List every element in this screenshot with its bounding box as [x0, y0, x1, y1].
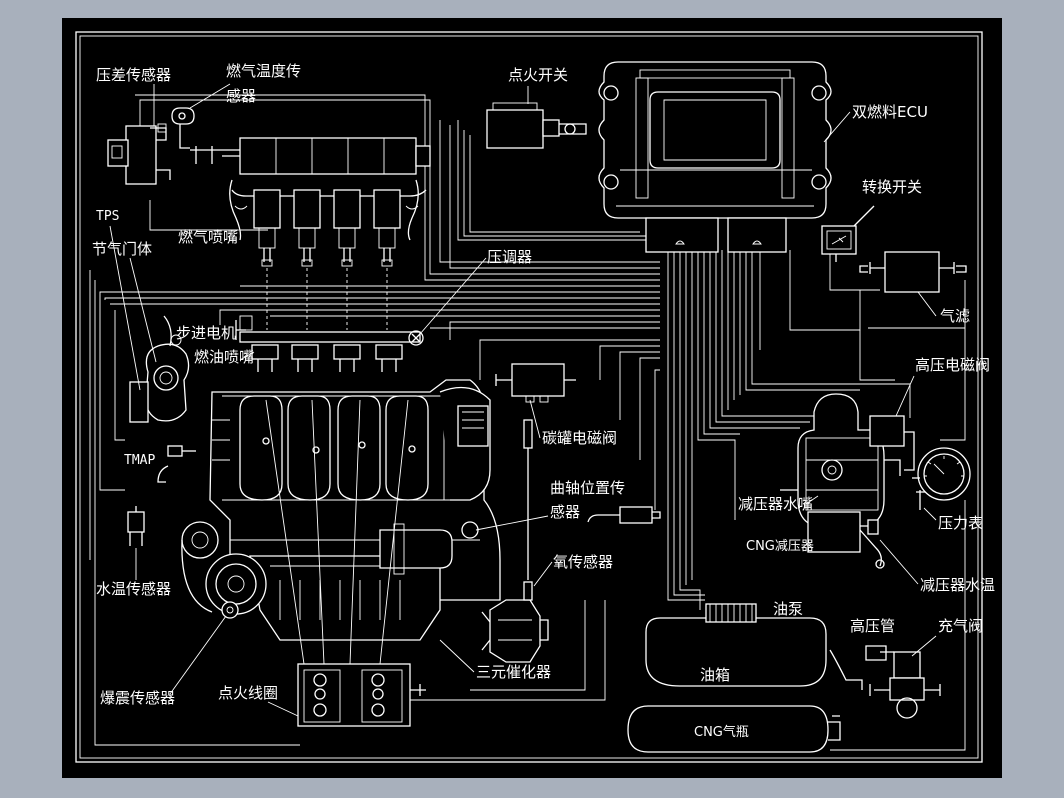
label-water-temp-sensor: 水温传感器	[96, 580, 171, 598]
label-fuel-pump: 油泵	[773, 600, 803, 618]
label-ignition-switch: 点火开关	[508, 66, 568, 84]
gas-temperature-sensor	[171, 107, 195, 149]
wiring-harness	[89, 94, 966, 751]
injector-guide-lines	[266, 268, 388, 330]
label-pressure-gauge: 压力表	[938, 514, 983, 532]
label-crank-sensor-2: 感器	[550, 503, 580, 521]
oxygen-sensor	[523, 419, 533, 601]
label-pressure-regulator: 压调器	[487, 248, 532, 266]
throttle-body	[129, 315, 190, 423]
crank-sensor	[587, 506, 661, 524]
label-gas-temp-sensor: 燃气温度传	[226, 62, 301, 80]
label-fill-valve: 充气阀	[938, 617, 983, 635]
label-ignition-coil: 点火线圈	[218, 684, 278, 702]
label-dual-fuel-ecu: 双燃料ECU	[852, 103, 928, 121]
catalytic-converter	[481, 599, 549, 663]
label-reducer-water-temp: 减压器水温	[920, 576, 995, 594]
label-cng-cylinder: CNG气瓶	[694, 724, 749, 740]
label-crank-sensor: 曲轴位置传	[550, 479, 625, 497]
labels: 压差传感器 燃气温度传 感器 点火开关 双燃料ECU 转换开关 TPS 节气门体…	[92, 62, 995, 740]
ignition-switch	[486, 102, 587, 149]
label-fuel-tank: 油箱	[700, 666, 730, 684]
label-canister-solenoid: 碳罐电磁阀	[542, 429, 617, 447]
cng-reducer	[780, 393, 926, 569]
label-hp-solenoid: 高压电磁阀	[915, 356, 990, 374]
label-oxygen-sensor: 氧传感器	[553, 553, 613, 571]
ecu	[598, 61, 832, 253]
label-fuel-injector: 燃油喷嘴	[194, 348, 254, 366]
fuel-injectors	[251, 344, 403, 372]
pressure-diff-sensor	[107, 123, 171, 185]
label-high-pressure-pipe: 高压管	[850, 617, 895, 635]
label-catalytic-converter: 三元催化器	[476, 663, 551, 681]
label-gas-injector: 燃气喷嘴	[178, 228, 238, 246]
cng-cylinder	[627, 705, 841, 753]
label-gas-temp-sensor-2: 感器	[226, 87, 256, 105]
pressure-gauge	[912, 447, 971, 501]
label-pressure-diff-sensor: 压差传感器	[96, 66, 171, 84]
fill-valve	[829, 645, 941, 719]
label-knock-sensor: 爆震传感器	[100, 689, 175, 707]
selector-switch	[821, 205, 875, 262]
gas-filter	[859, 251, 967, 293]
gas-rail	[190, 137, 431, 241]
label-reducer-water-inlet: 减压器水嘴	[738, 495, 813, 513]
ignition-coil	[265, 399, 426, 727]
label-cng-reducer: CNG减压器	[746, 539, 814, 554]
water-temp-sensor	[127, 506, 145, 546]
label-tmap: TMAP	[124, 453, 155, 468]
tmap-sensor	[157, 445, 196, 483]
label-tps: TPS	[96, 209, 119, 224]
border-frame-inner	[79, 35, 979, 759]
border-frame	[75, 31, 983, 763]
label-gas-filter: 气滤	[940, 307, 970, 325]
label-selector-switch: 转换开关	[862, 178, 922, 196]
gas-injectors	[253, 189, 401, 267]
fuel-tank	[645, 603, 827, 687]
label-throttle-body: 节气门体	[92, 240, 152, 258]
fuel-rail	[235, 315, 424, 346]
label-stepper-motor: 步进电机	[176, 324, 236, 342]
canister-solenoid	[495, 363, 576, 403]
reducer-water-temp-sensor	[867, 519, 879, 535]
